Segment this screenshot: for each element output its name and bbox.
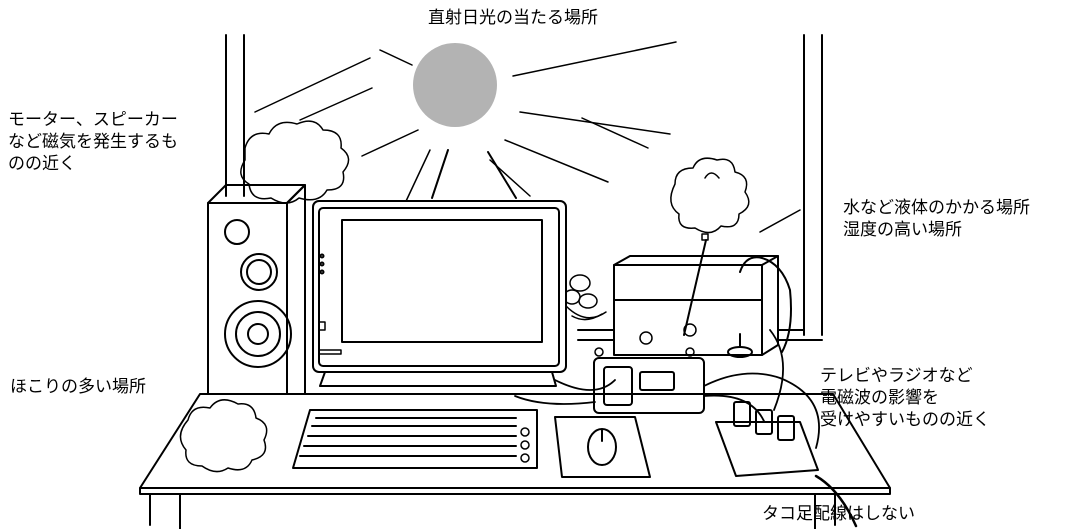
desk [139,393,891,529]
label-tv: テレビやラジオなど 電磁波の影響を 受けやすいものの近く [820,365,990,431]
label-motor-line1: モーター、スピーカー [8,110,178,130]
aquarium [613,255,792,358]
power-strip [715,401,858,528]
label-dust-text: ほこりの多い場所 [10,377,146,397]
label-octopus-text: タコ足配線はしない [762,504,915,524]
label-water: 水など液体のかかる場所 湿度の高い場所 [843,197,1030,241]
label-sunlight-text: 直射日光の当たる場所 [428,8,598,28]
label-water-line1: 水など液体のかかる場所 [843,198,1030,218]
label-motor: モーター、スピーカー など磁気を発生するも のの近く [8,109,178,175]
label-tv-line3: 受けやすいものの近く [820,410,990,430]
sun [413,43,497,127]
label-tv-line1: テレビやラジオなど [820,366,973,386]
mousepad [554,416,651,478]
label-tv-line2: 電磁波の影響を [820,388,939,408]
label-octopus: タコ足配線はしない [762,503,915,525]
label-sunlight: 直射日光の当たる場所 [428,7,598,29]
speaker [207,184,306,395]
label-motor-line3: のの近く [8,154,76,174]
flower-decoration [563,274,607,321]
dust-cloud-desk [179,399,268,473]
sun-rays [254,41,801,233]
label-dust: ほこりの多い場所 [10,376,146,398]
label-water-line2: 湿度の高い場所 [843,220,962,240]
dust-cloud-window [670,157,750,234]
label-motor-line2: など磁気を発生するも [8,132,178,152]
monitor [312,200,567,387]
cables [514,329,820,449]
dust-cloud-motor [240,120,350,204]
keyboard [292,409,538,469]
